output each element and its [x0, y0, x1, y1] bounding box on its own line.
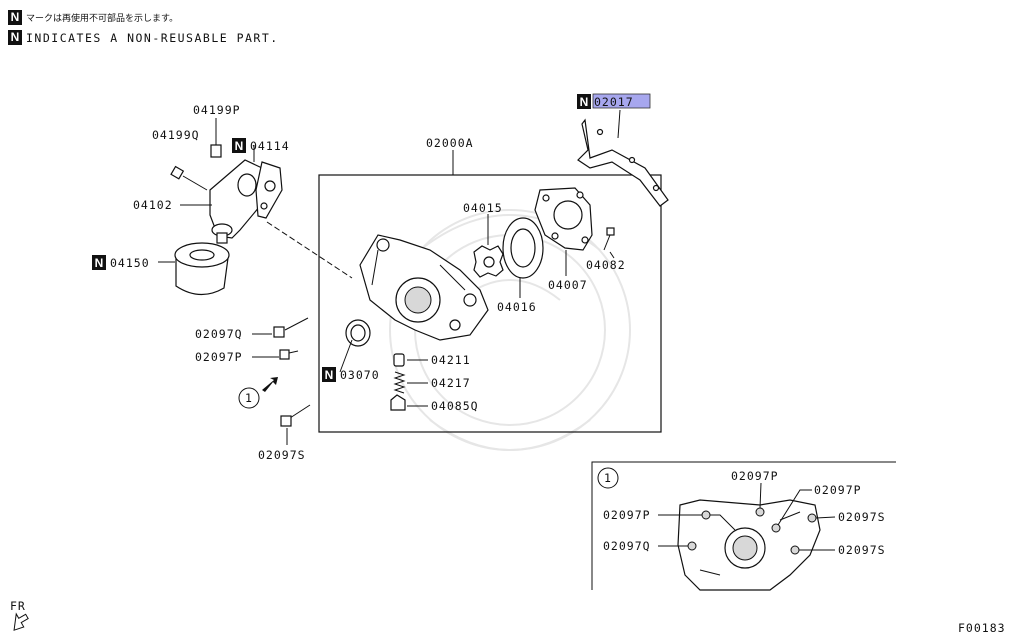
part-label-02017[interactable]: 02017: [594, 95, 634, 109]
bolt-04082: [603, 227, 615, 251]
oil-filter-04150: [174, 242, 230, 296]
part-label-04114[interactable]: 04114: [250, 139, 290, 153]
part-label-04211[interactable]: 04211: [431, 353, 471, 367]
part-label-04150[interactable]: 04150: [110, 256, 150, 270]
callout-1[interactable]: [238, 387, 260, 409]
oil-pump-case: [359, 234, 489, 341]
part-label-04217[interactable]: 04217: [431, 376, 471, 390]
svg-text:N: N: [325, 368, 334, 382]
outer-rotor-04016: [502, 217, 544, 279]
non-reusable-badge: N: [8, 10, 22, 25]
inset-label-left-lower[interactable]: 02097Q: [603, 539, 651, 553]
non-reusable-badge: N: [580, 95, 589, 109]
inset-label-top[interactable]: 02097P: [731, 469, 779, 483]
front-marker: FR: [10, 599, 29, 631]
front-marker-text: FR: [10, 599, 26, 613]
filter-bracket-04102: [209, 159, 266, 244]
badge-04114: N: [232, 138, 246, 153]
inset-label-right-upper[interactable]: 02097S: [838, 510, 886, 524]
inner-gear-04015: [473, 245, 504, 278]
bolt-02097p: [279, 349, 299, 360]
part-label-04007[interactable]: 04007: [548, 278, 588, 292]
part-label-04015[interactable]: 04015: [463, 201, 503, 215]
gasket-02017: [577, 118, 669, 207]
badge-03070: N: [322, 367, 336, 382]
part-label-03070[interactable]: 03070: [340, 368, 380, 382]
badge-04150: N: [92, 255, 106, 270]
bolt-02097q: [273, 317, 309, 338]
part-label-02097s[interactable]: 02097S: [258, 448, 306, 462]
part-label-04199p[interactable]: 04199P: [193, 103, 241, 117]
spring-04217: [393, 371, 406, 394]
svg-text:N: N: [95, 256, 104, 270]
callout-1-number: 1: [245, 391, 253, 405]
bolt-04199p: [210, 118, 222, 158]
inset-label-top-right[interactable]: 02097P: [814, 483, 862, 497]
inset-callout-number: 1: [604, 471, 612, 485]
part-label-02097q[interactable]: 02097Q: [195, 327, 243, 341]
part-label-04016[interactable]: 04016: [497, 300, 537, 314]
legend-line-2: N INDICATES A NON-REUSABLE PART.: [8, 27, 279, 46]
pump-cover-04007: [534, 187, 593, 251]
legend-english-text: INDICATES A NON-REUSABLE PART.: [26, 30, 279, 45]
part-label-04082[interactable]: 04082: [586, 258, 626, 272]
figure-code: F00183: [958, 621, 1006, 635]
plug-04085q: [390, 394, 406, 411]
highlight-02017: [592, 93, 651, 109]
legend-line-1: N マークは再使用不可部品を示します。: [8, 7, 178, 26]
front-arrow-icon: [13, 612, 29, 631]
assembly-box-02000a: [318, 174, 662, 433]
direction-arrow-icon: [262, 377, 278, 392]
legend-japanese-text: マークは再使用不可部品を示します。: [26, 14, 179, 24]
part-label-02097p[interactable]: 02097P: [195, 350, 243, 364]
bolt-04199q: [170, 165, 208, 191]
gasket-04114: [255, 161, 283, 219]
inset-view: 1 02097P 02097P 02097P 02097Q 02097S 020…: [591, 461, 896, 591]
part-label-04102[interactable]: 04102: [133, 198, 173, 212]
inset-label-left-upper[interactable]: 02097P: [603, 508, 651, 522]
plunger-04211: [393, 353, 405, 367]
inset-label-right-lower[interactable]: 02097S: [838, 543, 886, 557]
non-reusable-badge: N: [8, 30, 22, 45]
svg-text:N: N: [235, 139, 244, 153]
part-label-04085q[interactable]: 04085Q: [431, 399, 479, 413]
part-label-04199q[interactable]: 04199Q: [152, 128, 200, 142]
bolt-02097s: [280, 404, 311, 427]
part-label-02000a[interactable]: 02000A: [426, 136, 474, 150]
